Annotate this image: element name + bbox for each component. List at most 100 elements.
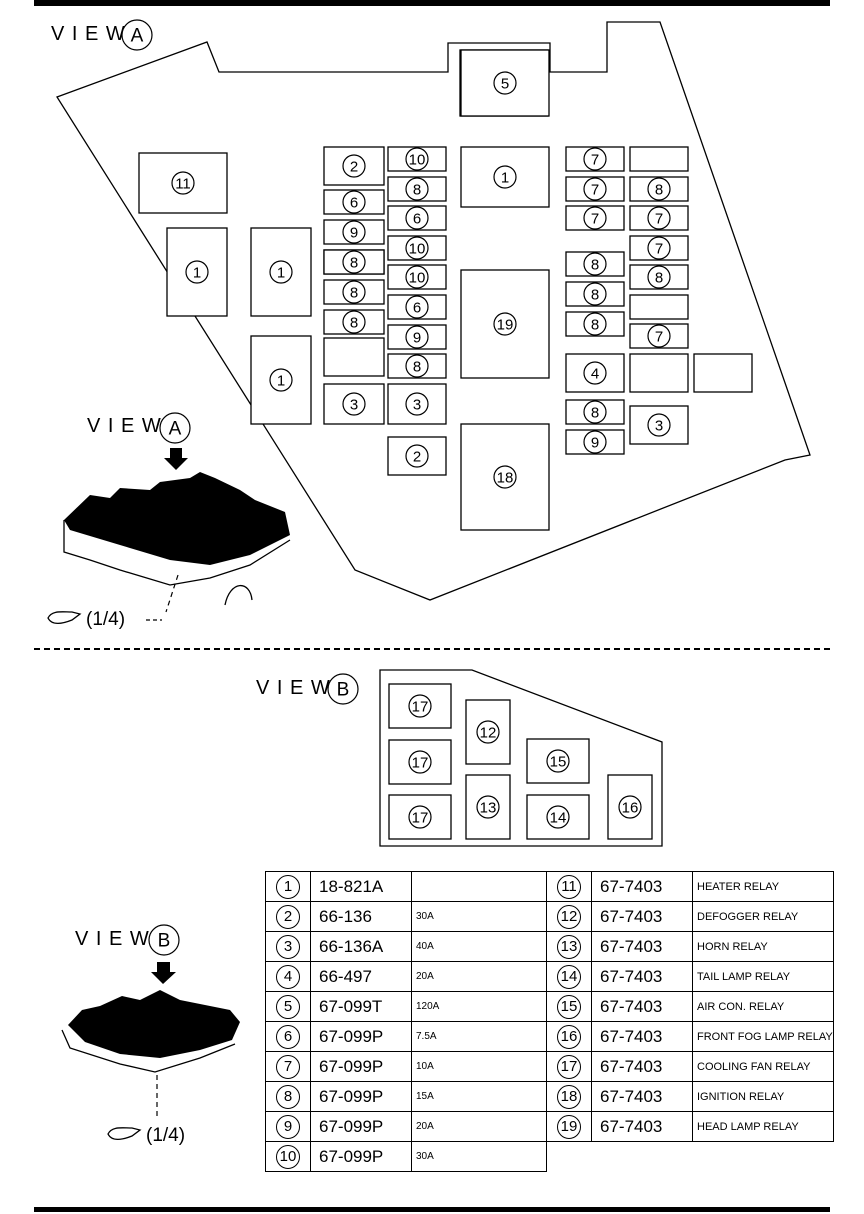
view-a-relay-callout-ring (493, 465, 517, 489)
legend-right-part: 67-7403 (591, 1021, 693, 1052)
legend-left-part: 66-136 (310, 901, 412, 932)
view-a-arrow-icon (164, 448, 188, 470)
view-a-relay-callout-number: 6 (413, 300, 421, 317)
view-a-relay-callout-number: 7 (591, 182, 599, 199)
view-a-relay-callout-number: 7 (591, 211, 599, 228)
view-a-relay-callout-ring (405, 295, 429, 319)
view-a-relay-callout-number: 7 (655, 241, 663, 258)
view-a-relay-callout-number: 8 (591, 287, 599, 304)
view-a-relay-callout-number: 8 (350, 255, 358, 272)
view-a-relay-callout-number: 1 (193, 265, 201, 282)
legend-left-spec: 20A (411, 1111, 547, 1142)
view-b-relay-callout-ring (476, 720, 500, 744)
view-b-relay-callout-ring (408, 694, 432, 718)
legend-number-cell: 9 (265, 1111, 311, 1142)
view-a-relay-callout-number: 10 (409, 241, 426, 258)
view-a-relay-callout-number: 19 (497, 317, 514, 334)
legend-right-number: 17 (557, 1054, 581, 1079)
view-b-small-letter: B (158, 931, 171, 952)
legend-right-part: 67-7403 (591, 871, 693, 902)
view-a-relay-callout-ring (269, 260, 293, 284)
view-a-relay-callout-ring (493, 165, 517, 189)
legend-left-number: 5 (276, 994, 300, 1019)
view-a-small-letter-ring (159, 412, 191, 444)
view-a-relay-callout-number: 6 (350, 195, 358, 212)
view-b-relay-callout-number: 17 (412, 755, 429, 772)
view-a-relay-callout-ring (493, 71, 517, 95)
view-b-relay-callout-ring (618, 795, 642, 819)
legend-left-spec: 15A (411, 1081, 547, 1112)
view-a-relay-callout-ring (185, 260, 209, 284)
legend-number-cell: 3 (265, 931, 311, 962)
legend-left-part: 18-821A (310, 871, 412, 902)
legend-number-cell: 13 (546, 931, 592, 962)
view-a-relay-callout-number: 8 (413, 359, 421, 376)
legend-right-spec: TAIL LAMP RELAY (692, 961, 834, 992)
view-b-relay-callout-number: 16 (622, 800, 639, 817)
view-a-relay-callout-number: 8 (591, 257, 599, 274)
view-a-boxes: 5111112106896910810868938321191877877788… (138, 49, 753, 531)
view-b-relay-callout-number: 12 (480, 725, 497, 742)
view-b-pointer-ref: (1/4) (146, 1125, 185, 1146)
view-a-clip (224, 584, 253, 606)
view-a-relay-callout-ring (405, 147, 429, 171)
legend-right-spec: HEAD LAMP RELAY (692, 1111, 834, 1142)
view-a-relay-callout-number: 1 (277, 265, 285, 282)
view-a-relay-callout-ring (405, 177, 429, 201)
legend-left-part: 66-497 (310, 961, 412, 992)
view-b-relay-slot (388, 739, 452, 785)
view-a-relay-callout-ring (583, 430, 607, 454)
view-a-relay-callout-number: 1 (277, 373, 285, 390)
view-b-outline (379, 669, 663, 847)
legend-number-cell: 6 (265, 1021, 311, 1052)
view-a-relay-callout-number: 9 (413, 330, 421, 347)
view-a-relay-callout-number: 8 (591, 405, 599, 422)
view-a-relay-callout-number: 7 (655, 211, 663, 228)
view-a-relay-callout-ring (583, 282, 607, 306)
view-b-relay-callout-ring (546, 749, 570, 773)
legend-right-number: 12 (557, 904, 581, 929)
top-rule (34, 0, 830, 6)
view-a-relay-callout-ring (647, 324, 671, 348)
view-b-relay-callout-number: 17 (412, 810, 429, 827)
view-a-relay-callout-ring (647, 206, 671, 230)
view-b-relay-callout-ring (408, 805, 432, 829)
view-a-relay-callout-ring (342, 154, 366, 178)
view-b-hand-icon (107, 1127, 142, 1141)
legend-right-number: 18 (557, 1084, 581, 1109)
legend-right-part: 67-7403 (591, 931, 693, 962)
view-a-pointer-ref: (1/4) (86, 609, 125, 630)
legend-number-cell: 1 (265, 871, 311, 902)
legend-left-spec: 10A (411, 1051, 547, 1082)
view-a-relay-callout-number: 8 (655, 182, 663, 199)
view-a-relay-callout-number: 1 (501, 170, 509, 187)
legend-left-spec: 30A (411, 901, 547, 932)
view-a-hand-icon (47, 611, 82, 625)
view-a-relay-callout-number: 3 (655, 418, 663, 435)
view-a-pointer-line (165, 574, 179, 613)
legend-left-number: 2 (276, 904, 300, 929)
legend-right-number: 16 (557, 1024, 581, 1049)
legend-right-number: 14 (557, 964, 581, 989)
legend-left-number: 3 (276, 934, 300, 959)
view-a-relay-callout-number: 8 (655, 270, 663, 287)
view-b-small-letter-ring (148, 924, 180, 956)
view-a-relay-callout-number: 10 (409, 270, 426, 287)
legend-left-part: 67-099T (310, 991, 412, 1022)
view-a-fusebox-illustration (64, 472, 290, 565)
view-a-relay-callout-ring (405, 354, 429, 378)
view-a-relay-callout-number: 8 (591, 317, 599, 334)
legend-left-spec: 30A (411, 1141, 547, 1172)
legend-number-cell: 5 (265, 991, 311, 1022)
view-b-relay-slot (526, 738, 590, 784)
legend-right-part: 67-7403 (591, 901, 693, 932)
view-b-relay-callout-number: 14 (550, 810, 567, 827)
legend-number-cell: 17 (546, 1051, 592, 1082)
legend-right-number: 13 (557, 934, 581, 959)
view-a-fusebox-base (63, 520, 291, 586)
